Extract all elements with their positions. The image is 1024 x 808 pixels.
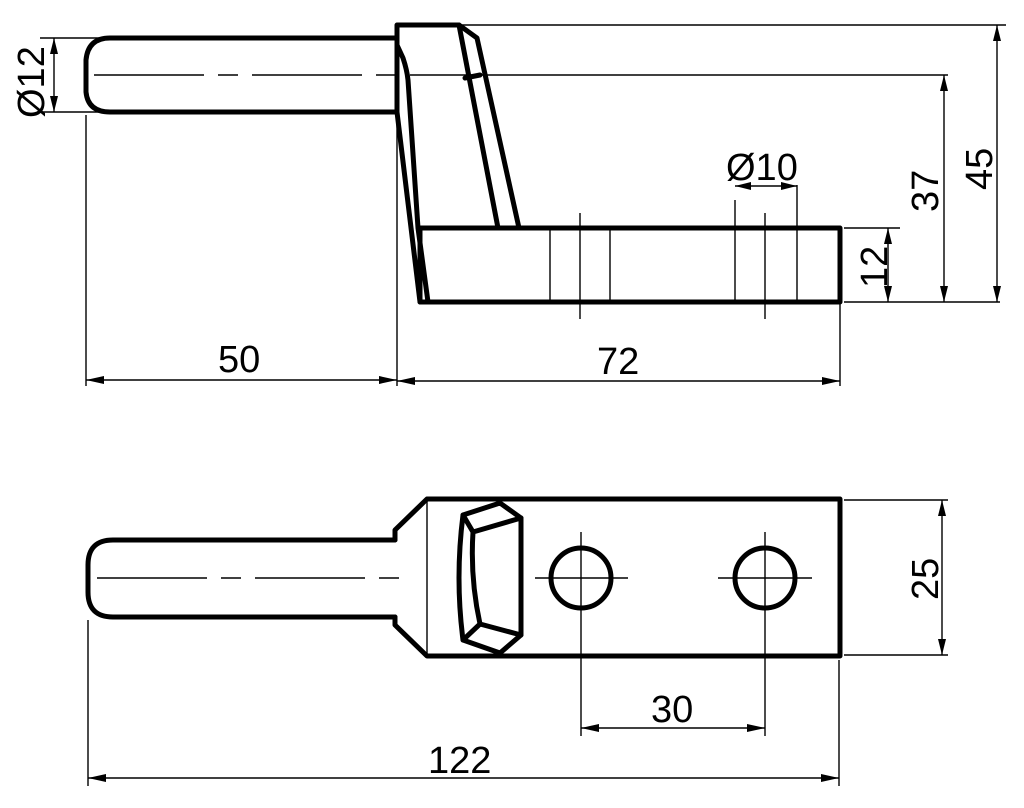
dim-overall-height: 45 [959, 148, 1001, 190]
hex-feature-outer [456, 500, 524, 656]
top-pin-outline [85, 537, 398, 620]
arm-front-edge [394, 42, 431, 305]
top-view [85, 496, 843, 736]
arm-left-edge [394, 109, 423, 305]
dim-overall-length: 122 [428, 740, 491, 782]
dim-axis-height: 37 [905, 170, 947, 212]
dim-base-thickness: 12 [854, 246, 896, 288]
dim-base-length: 72 [597, 341, 639, 383]
front-view [83, 22, 948, 319]
top-dimensions: 25 30 122 [87, 499, 948, 786]
arm-axis-mark [462, 72, 483, 81]
pin-outline [83, 35, 400, 115]
dim-pin-length: 50 [218, 339, 260, 381]
collar-outline [392, 496, 843, 659]
dim-hole-spacing: 30 [651, 689, 693, 731]
dim-hole-diameter: Ø10 [726, 147, 798, 189]
dim-pin-diameter: Ø12 [11, 46, 53, 118]
arm-inner-edge [456, 22, 501, 231]
dim-width: 25 [905, 558, 947, 600]
front-dimensions: Ø12 50 72 Ø10 12 37 [11, 24, 1006, 386]
base-plate [417, 225, 843, 305]
hex-feature-inner [460, 512, 524, 643]
